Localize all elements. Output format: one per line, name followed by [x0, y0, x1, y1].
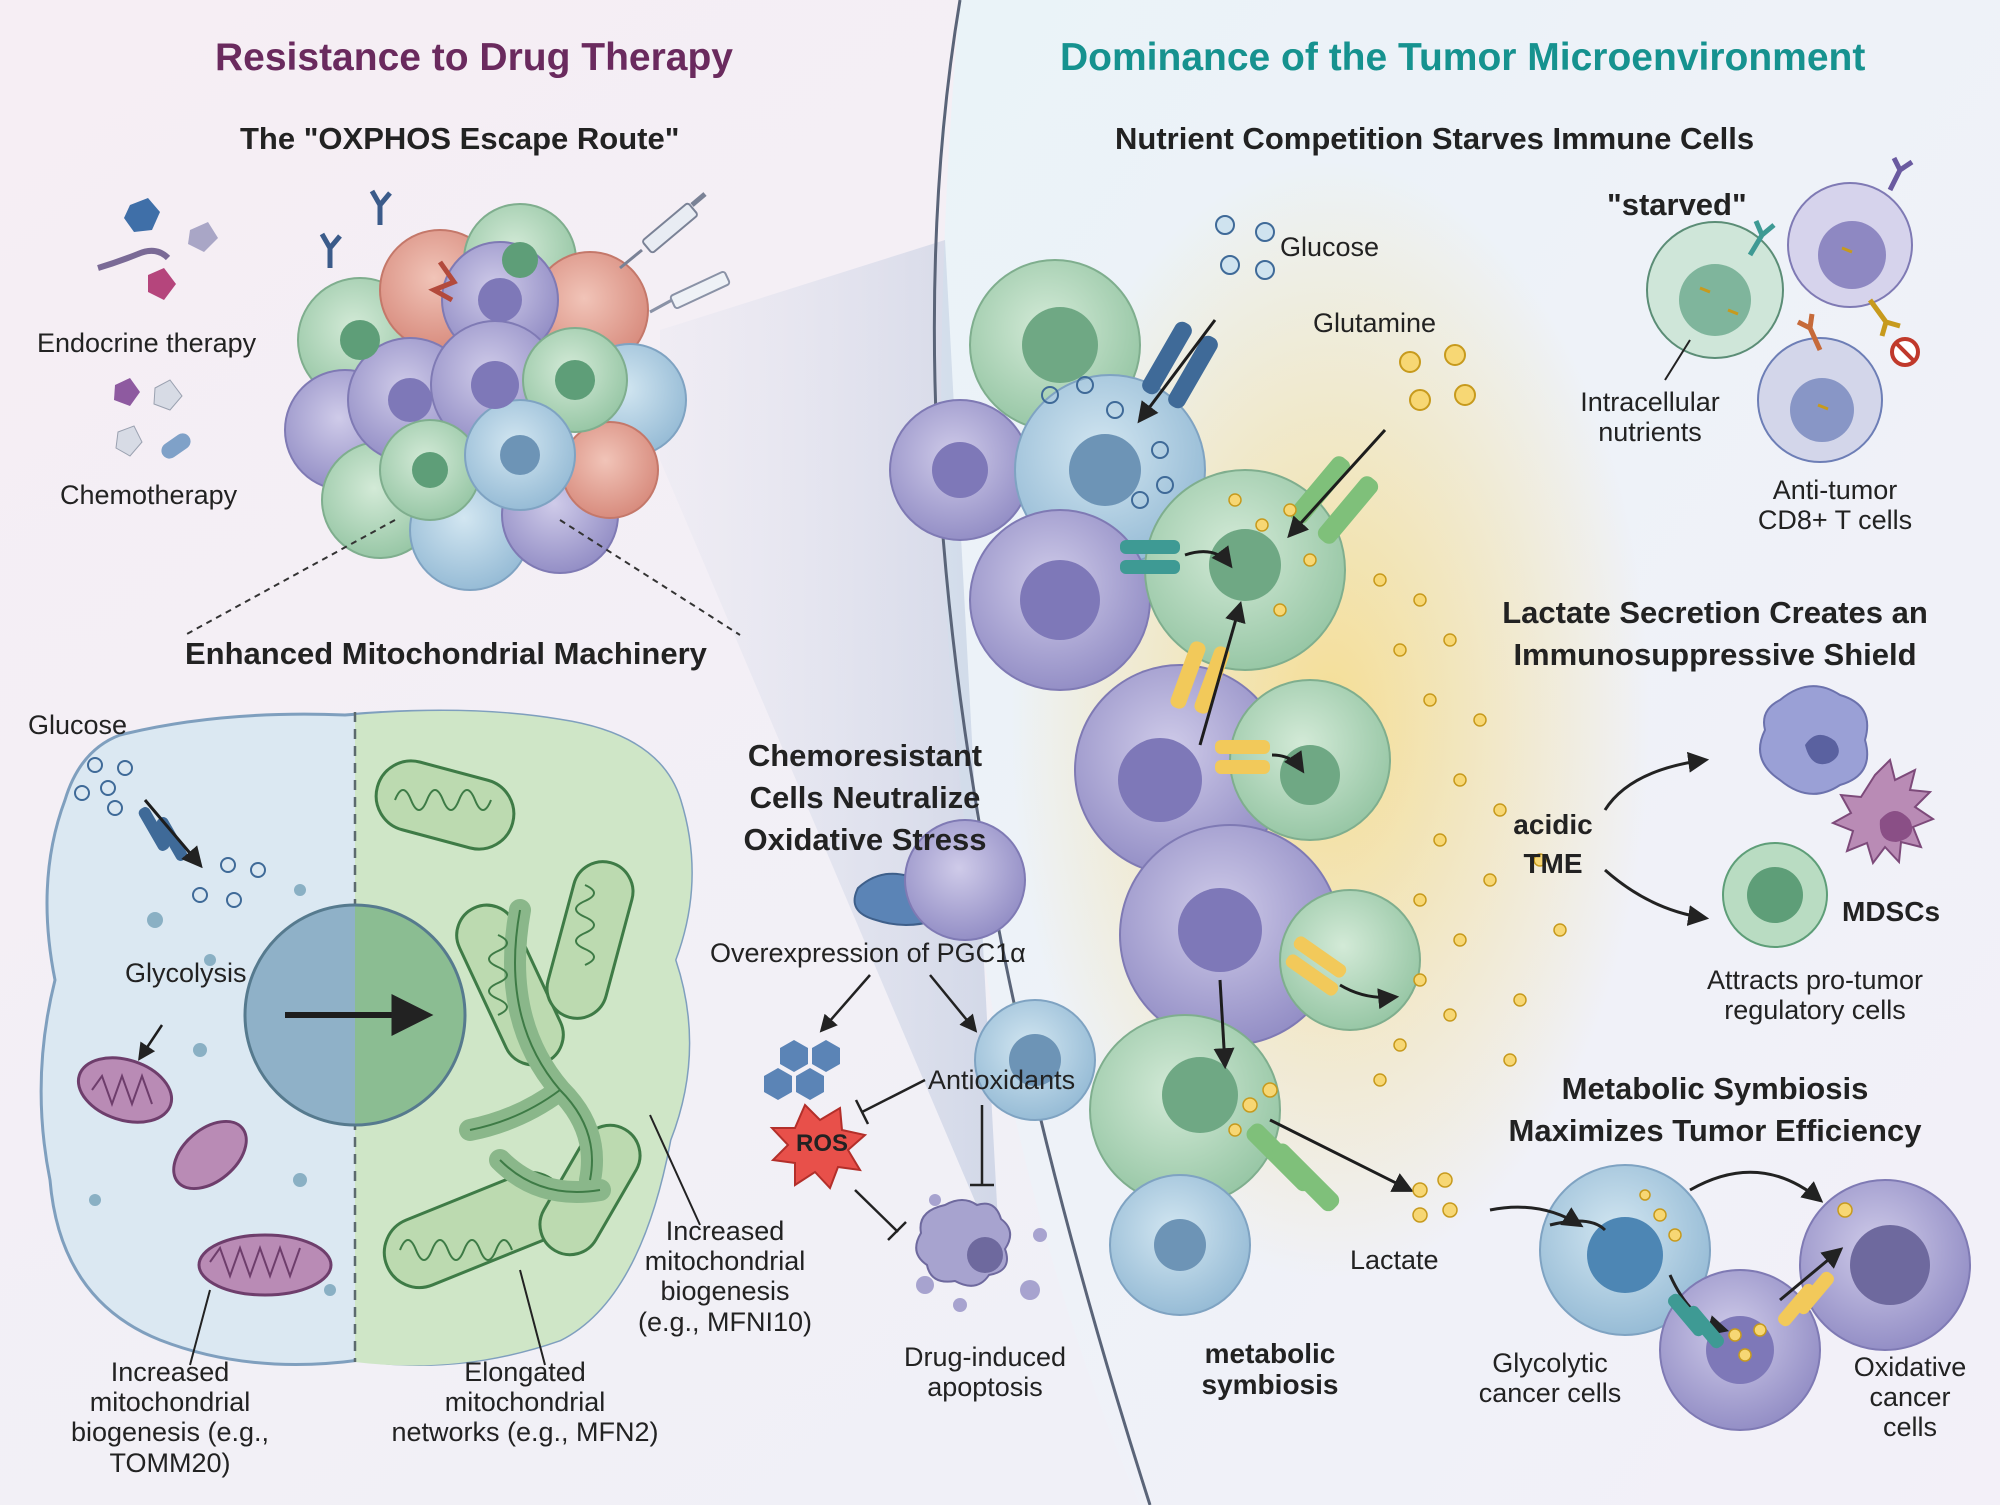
syringe-icon — [619, 192, 707, 270]
no-entry-icon — [1890, 337, 1920, 367]
glucose-transporter-icon — [1142, 321, 1218, 409]
tumor-tissue — [889, 259, 1421, 1316]
starved-t-cells — [1646, 156, 1920, 463]
teal-transporter-icon — [1668, 1293, 1724, 1349]
enhanced-mitochondria-cell — [39, 709, 701, 1366]
pgc1a-label: Overexpression of PGC1α — [710, 938, 1026, 968]
ros-burst-icon — [769, 1103, 868, 1190]
endocrine-therapy-label: Endocrine therapy — [37, 328, 257, 358]
lactate-label: Lactate — [1350, 1245, 1439, 1275]
machinery-title: Enhanced Mitochondrial Machinery — [185, 636, 707, 671]
symbiosis-cells — [1489, 1164, 1971, 1431]
yellow-transporter-icon — [1170, 641, 1230, 714]
yellow-transporter-icon — [1285, 936, 1347, 996]
right-glucose-label: Glucose — [1280, 232, 1380, 262]
nutrient-competition-title: Nutrient Competition Starves Immune Cell… — [1115, 121, 1755, 156]
suppressed-immune-cells — [1603, 685, 1936, 948]
chemotherapy-label: Chemotherapy — [60, 480, 238, 510]
left-glucose-label: Glucose — [28, 710, 128, 740]
teal-transporter-icon — [1120, 540, 1180, 574]
starved-label: "starved" — [1607, 187, 1747, 222]
yellow-transporter-icon — [1215, 740, 1270, 774]
syringe-icon — [649, 270, 731, 314]
right-panel-title: Dominance of the Tumor Microenvironment — [1060, 36, 1866, 79]
oxphos-subtitle: The "OXPHOS Escape Route" — [240, 121, 680, 156]
ros-label: ROS — [795, 1130, 848, 1157]
antioxidants-label: Antioxidants — [928, 1065, 1076, 1095]
tumor-cluster — [284, 203, 687, 591]
green-transporter-icon — [1246, 1123, 1340, 1212]
yellow-transporter-icon — [1778, 1271, 1834, 1327]
glutamine-transporter-icon — [1289, 456, 1379, 544]
left-panel-title: Resistance to Drug Therapy — [215, 36, 733, 79]
glycolysis-label: Glycolysis — [125, 958, 247, 988]
mdscs-label: MDSCs — [1842, 896, 1941, 927]
glutamine-label: Glutamine — [1313, 308, 1437, 338]
